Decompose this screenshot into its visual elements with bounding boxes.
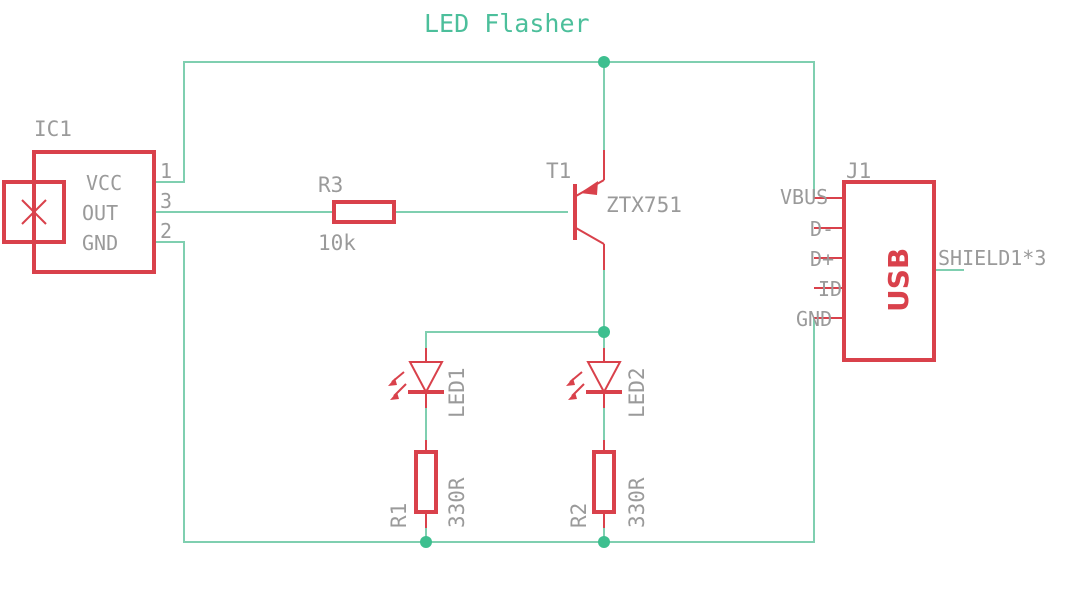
junction-dot — [420, 536, 432, 548]
ic1-pin-number-2: 2 — [160, 219, 172, 243]
t1-label: T1 — [546, 159, 571, 183]
j1-label: J1 — [846, 159, 871, 183]
r1-body — [414, 450, 438, 514]
ic1-pin-number-1: 1 — [160, 159, 172, 183]
r3-body — [332, 200, 396, 224]
r3-value: 10k — [318, 231, 356, 255]
wire-gnd — [155, 241, 842, 543]
r1-value: 330R — [445, 477, 469, 528]
junctions — [420, 56, 610, 548]
t1-component[interactable]: T1 ZTX751 — [546, 150, 682, 270]
led2-label: LED2 — [625, 367, 649, 418]
r1-label: R1 — [387, 503, 411, 528]
j1-pin-dminus: D- — [810, 217, 834, 241]
j1-pin-dplus: D+ — [810, 247, 834, 271]
ic1-pin-out: OUT — [82, 201, 118, 225]
r3-component[interactable]: R3 10k — [318, 173, 396, 255]
r2-label: R2 — [567, 503, 591, 528]
j1-pin-vbus: VBUS — [780, 185, 828, 209]
ic1-pin-vcc: VCC — [86, 171, 122, 195]
ic1-marker-box — [2, 180, 66, 244]
t1-value: ZTX751 — [606, 193, 682, 217]
ic1-pin-gnd: GND — [82, 231, 118, 255]
r1-component[interactable]: R1 330R — [387, 440, 469, 528]
ic1-pin-number-3: 3 — [160, 189, 172, 213]
j1-component[interactable]: J1 VBUS D- D+ ID GND USB SHIELD1*3 — [780, 159, 1046, 362]
wire-vcc-vbus — [155, 61, 842, 199]
wire-led-bus — [425, 331, 604, 348]
led2-component[interactable]: LED2 — [566, 348, 649, 418]
j1-pin-id: ID — [818, 277, 842, 301]
ic1-label: IC1 — [34, 117, 72, 141]
led1-component[interactable]: LED1 — [388, 348, 469, 418]
j1-shield-label: SHIELD1*3 — [938, 246, 1046, 270]
r3-label: R3 — [318, 173, 343, 197]
r2-body — [592, 450, 616, 514]
t1-collector-lead — [575, 227, 605, 245]
led1-light-arrow-icon — [388, 378, 397, 386]
j1-pin-gnd: GND — [796, 307, 832, 331]
schematic-title: LED Flasher — [424, 9, 590, 38]
led2-light-arrow-icon — [568, 392, 577, 400]
ic1-cross-icon — [21, 199, 47, 225]
led1-label: LED1 — [445, 367, 469, 418]
j1-usb-text: USB — [882, 248, 915, 312]
j1-body — [842, 180, 936, 362]
junction-dot — [598, 536, 610, 548]
t1-arrow-icon — [580, 181, 598, 195]
r2-value: 330R — [625, 477, 649, 528]
junction-dot — [598, 326, 610, 338]
led1-triangle — [408, 361, 444, 395]
junction-dot — [598, 56, 610, 68]
led2-triangle — [586, 361, 622, 395]
r2-component[interactable]: R2 330R — [567, 440, 649, 528]
led1-light-arrow-icon — [390, 392, 399, 400]
led2-light-arrow-icon — [566, 378, 575, 386]
ic1-component[interactable]: IC1 VCC OUT GND 1 3 2 — [2, 117, 172, 274]
